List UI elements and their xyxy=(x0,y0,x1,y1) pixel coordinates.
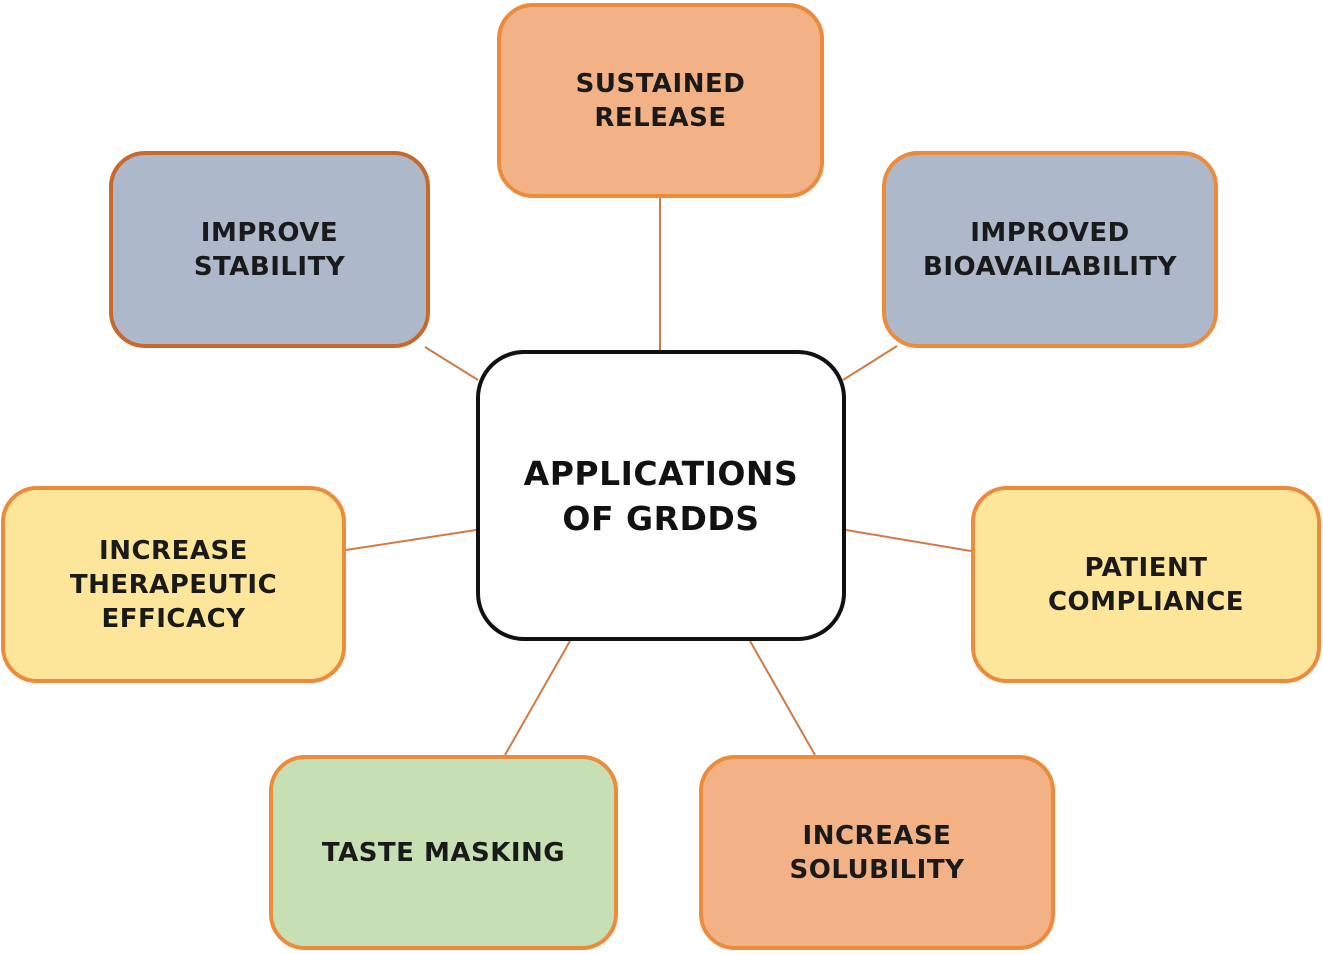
node-increase-solubility: INCREASE SOLUBILITY xyxy=(699,755,1055,950)
node-improve-stability: IMPROVE STABILITY xyxy=(109,151,430,348)
node-sustained-release-label: SUSTAINED RELEASE xyxy=(575,68,746,133)
center-node-label: APPLICATIONS OF GRDDS xyxy=(523,453,799,538)
node-patient-compliance-label: PATIENT COMPLIANCE xyxy=(1047,552,1245,617)
connector-improve-stability xyxy=(424,346,479,381)
node-improve-stability-label: IMPROVE STABILITY xyxy=(193,217,346,282)
connector-patient-compliance xyxy=(845,529,972,552)
connector-taste-masking xyxy=(504,640,571,756)
node-sustained-release: SUSTAINED RELEASE xyxy=(497,3,824,198)
node-patient-compliance: PATIENT COMPLIANCE xyxy=(971,486,1321,683)
node-increase-therapeutic-efficacy: INCREASE THERAPEUTIC EFFICACY xyxy=(1,486,346,683)
connector-improved-bioavailability xyxy=(842,345,898,381)
node-taste-masking-label: TASTE MASKING xyxy=(321,837,566,868)
node-increase-solubility-label: INCREASE SOLUBILITY xyxy=(789,820,965,885)
node-increase-therapeutic-efficacy-label: INCREASE THERAPEUTIC EFFICACY xyxy=(69,535,278,634)
node-taste-masking: TASTE MASKING xyxy=(269,755,618,950)
node-improved-bioavailability: IMPROVED BIOAVAILABILITY xyxy=(882,151,1218,348)
node-improved-bioavailability-label: IMPROVED BIOAVAILABILITY xyxy=(923,217,1177,282)
connector-increase-solubility xyxy=(749,640,816,756)
connector-increase-therapeutic-efficacy xyxy=(345,529,477,551)
center-node: APPLICATIONS OF GRDDS xyxy=(476,350,846,641)
